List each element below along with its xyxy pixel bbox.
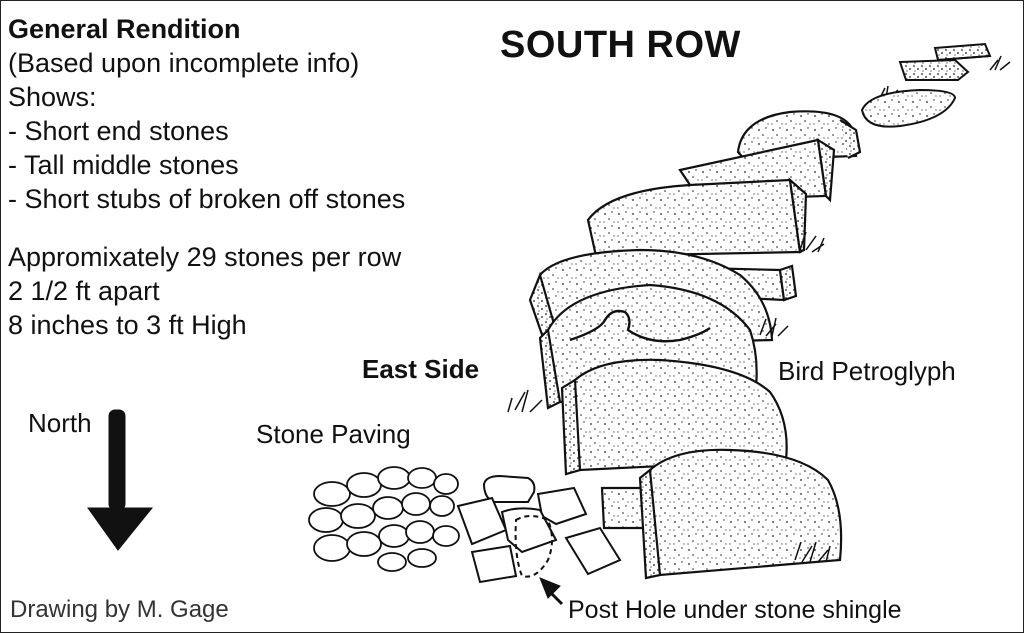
page-title: SOUTH ROW (500, 24, 741, 66)
notes-line: - Short stubs of broken off stones (8, 184, 406, 214)
distant-stone (933, 42, 992, 62)
distant-stone (898, 58, 970, 81)
east-side-label: East Side (362, 354, 480, 384)
stats-line: Appromixately 29 stones per row (8, 242, 402, 272)
notes-heading: General Rendition (8, 14, 241, 44)
north-arrow (87, 409, 154, 551)
stone-paving (308, 466, 460, 572)
notes-line: - Short end stones (8, 116, 229, 146)
notes-gap (8, 216, 405, 240)
post-hole-arrow (539, 577, 564, 606)
bird-petroglyph-label: Bird Petroglyph (778, 356, 956, 386)
credit-label: Drawing by M. Gage (10, 596, 229, 623)
grass-tuft (794, 541, 831, 563)
north-label: North (28, 408, 92, 438)
standing-stone (638, 448, 843, 580)
post-hole-label: Post Hole under stone shingle (568, 596, 902, 624)
stats-line: 2 1/2 ft apart (8, 276, 160, 306)
stone-paving-label: Stone Paving (256, 419, 411, 449)
notes-block: General Rendition (Based upon incomplete… (8, 12, 405, 342)
notes-line: Shows: (8, 82, 97, 112)
stats-line: 8 inches to 3 ft High (8, 310, 247, 340)
distant-stone (860, 88, 957, 128)
stone-shingles (456, 474, 622, 584)
notes-line: (Based upon incomplete info) (8, 48, 360, 78)
standing-stone (586, 177, 808, 258)
standing-stone (560, 358, 788, 476)
grass-tuft (507, 317, 789, 413)
grass-tuft (799, 231, 825, 253)
notes-line: - Tall middle stones (8, 150, 239, 180)
